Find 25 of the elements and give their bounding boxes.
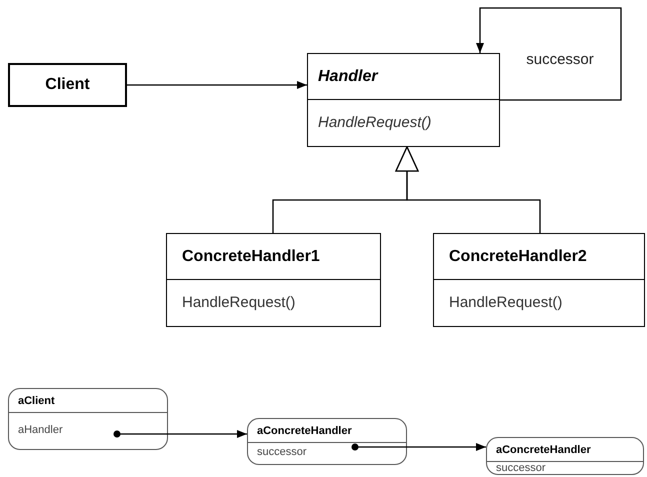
operation-text: successor <box>257 446 307 460</box>
class-box <box>307 53 500 147</box>
generalization-line <box>395 146 541 233</box>
class-name: ConcreteHandler1 <box>182 246 320 266</box>
arrow <box>127 81 307 89</box>
arrow <box>352 443 486 451</box>
class-name: Client <box>45 76 90 93</box>
arrow <box>476 7 622 101</box>
operation-text: successor <box>496 462 546 476</box>
operation-text: HandleRequest() <box>182 294 296 312</box>
operation-text: HandleRequest() <box>318 114 432 132</box>
operation-text: HandleRequest() <box>449 294 562 312</box>
operation-text: aHandler <box>18 424 63 438</box>
class-name: aClient <box>18 395 55 407</box>
class-box <box>166 233 381 327</box>
class-name: aConcreteHandler <box>496 444 591 456</box>
object-box <box>486 437 644 475</box>
object-box <box>8 388 168 450</box>
class-box <box>8 63 127 107</box>
class-name: ConcreteHandler2 <box>449 246 587 266</box>
class-name: aConcreteHandler <box>257 425 352 437</box>
arrow <box>114 430 247 438</box>
class-name: Handler <box>318 66 378 86</box>
object-box <box>247 418 407 465</box>
class-box <box>433 233 645 327</box>
